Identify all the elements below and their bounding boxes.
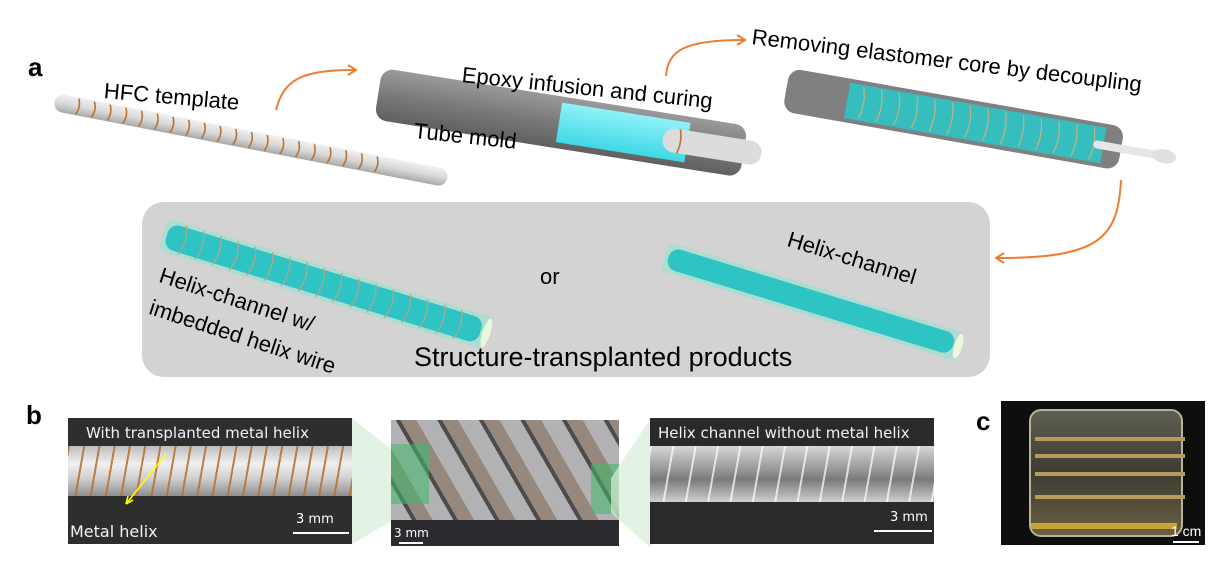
helix-channel-with-wire-illustration xyxy=(159,219,493,349)
photo-with-metal-helix: With transplanted metal helix Metal heli… xyxy=(68,418,352,544)
panel-c-letter: c xyxy=(976,406,991,436)
decoupling-illustration xyxy=(784,69,1177,169)
tubes-bundle xyxy=(391,420,619,520)
scale-label-c: 1 cm xyxy=(1171,523,1202,539)
scale-label-right: 3 mm xyxy=(890,510,928,525)
scale-label-left: 3 mm xyxy=(296,512,334,527)
channel-1 xyxy=(1035,437,1185,441)
tube-mold-illustration xyxy=(375,69,762,176)
metal-helix-annotation: Metal helix xyxy=(70,522,158,541)
panel-a-letter: a xyxy=(28,52,43,82)
channel-2 xyxy=(1035,454,1185,458)
scale-label-center: 3 mm xyxy=(394,526,429,540)
scale-bar-left xyxy=(293,532,349,534)
zoom-connector-left xyxy=(352,418,397,544)
helix-channel-illustration xyxy=(661,243,964,360)
panel-b-letter: b xyxy=(26,400,42,430)
photo-tube-array: 3 mm xyxy=(391,420,619,546)
tube-with-helix xyxy=(68,446,352,496)
annotation-arrow-icon xyxy=(125,453,167,505)
scale-bar-center xyxy=(399,542,423,544)
epoxy-fill xyxy=(555,102,691,163)
photo-caption-without-helix: Helix channel without metal helix xyxy=(658,424,910,442)
or-label: or xyxy=(540,264,560,289)
channel-3 xyxy=(1035,472,1185,476)
channel-4 xyxy=(1035,495,1185,499)
photo-device-block: 1 cm xyxy=(1001,401,1205,545)
arrow-step1-icon xyxy=(275,64,358,111)
highlight-green-left xyxy=(391,444,429,504)
hfc-template-illustration xyxy=(54,94,448,186)
scale-bar-right xyxy=(874,530,932,532)
products-caption: Structure-transplanted products xyxy=(414,342,793,372)
arrow-step2-icon xyxy=(665,34,747,77)
products-box xyxy=(142,202,990,377)
photo-without-metal-helix: Helix channel without metal helix 3 mm xyxy=(650,418,934,544)
scale-bar-c xyxy=(1173,541,1199,543)
tube-helix-channel xyxy=(650,446,934,502)
photo-caption-with-helix: With transplanted metal helix xyxy=(86,424,309,442)
template-rod xyxy=(54,94,448,186)
block-base xyxy=(1031,523,1177,529)
arrow-step3-icon xyxy=(994,179,1122,264)
zoom-connector-right xyxy=(611,418,651,548)
